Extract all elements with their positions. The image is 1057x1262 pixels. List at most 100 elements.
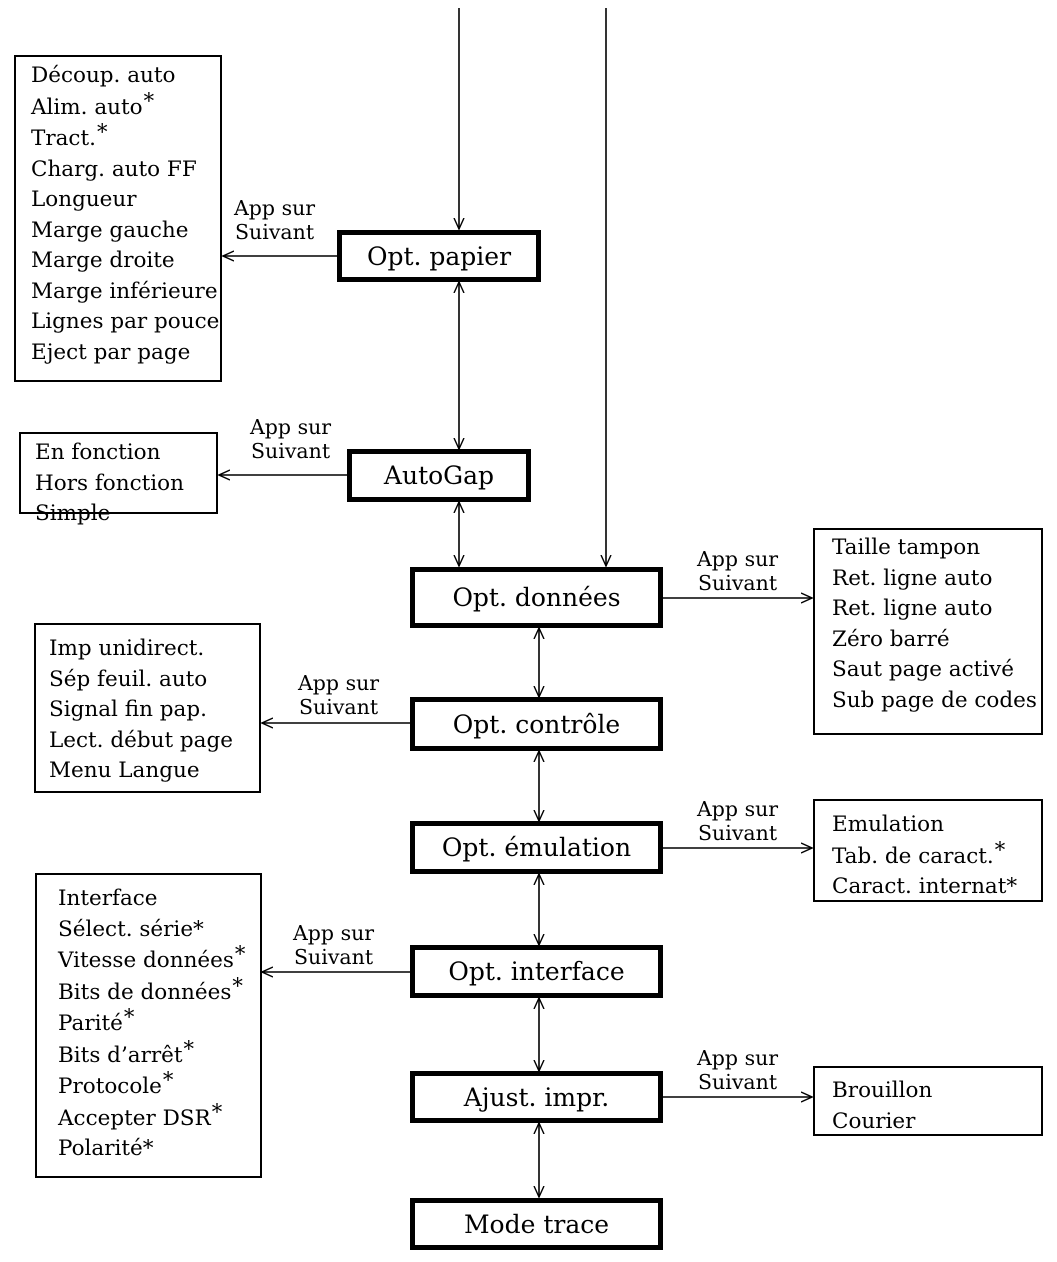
- option-item: Simple: [35, 499, 216, 530]
- option-item: Emulation: [832, 810, 1041, 841]
- option-item: Imp unidirect.: [49, 634, 259, 665]
- option-item: Polarité*: [58, 1134, 260, 1165]
- option-label: Signal fin pap.: [49, 697, 207, 722]
- option-label: Ret. ligne auto: [832, 565, 993, 591]
- option-label: Taille tampon: [832, 535, 981, 560]
- option-item: Charg. auto FF: [31, 155, 220, 186]
- option-item: Marge inférieure: [31, 277, 220, 308]
- option-label: Brouillon: [832, 1078, 933, 1103]
- option-label: Zéro barré: [832, 626, 950, 652]
- option-item: Zéro barré: [832, 625, 1041, 656]
- option-label: Eject par page: [31, 339, 191, 365]
- option-item: Lect. début page: [49, 726, 259, 757]
- option-item: Bits de données*: [58, 973, 260, 1009]
- option-item: Menu Langue: [49, 756, 259, 787]
- option-item: Hors fonction: [35, 469, 216, 500]
- option-label: Longueur: [31, 187, 137, 212]
- asterisk-marker: *: [232, 973, 243, 998]
- asterisk-marker: *: [96, 120, 108, 144]
- option-label: Découp. auto: [31, 63, 176, 88]
- option-label: En fonction: [35, 440, 161, 465]
- menu-label: Opt. contrôle: [452, 709, 621, 739]
- option-item: Taille tampon: [832, 533, 1041, 564]
- option-item: Saut page activé: [832, 655, 1041, 686]
- menu-label: Opt. papier: [366, 241, 512, 271]
- menu-autogap: AutoGap: [347, 449, 531, 502]
- option-label: Polarité*: [58, 1136, 154, 1161]
- option-label: Vitesse données: [58, 948, 234, 973]
- asterisk-marker: *: [162, 1068, 174, 1092]
- option-label: Alim. auto: [31, 94, 143, 120]
- menu-label: Opt. émulation: [441, 833, 632, 862]
- option-item: Sép feuil. auto: [49, 665, 259, 696]
- option-label: Tract.: [31, 126, 96, 151]
- option-label: Tab. de caract.: [832, 843, 994, 869]
- menu-opt-controle: Opt. contrôle: [410, 697, 663, 751]
- option-item: Marge gauche: [31, 216, 220, 247]
- option-item: Ret. ligne auto: [832, 594, 1041, 625]
- option-item: Sélect. série*: [58, 915, 260, 946]
- option-item: Alim. auto*: [31, 89, 220, 124]
- option-label: Lect. début page: [49, 727, 233, 753]
- option-label: Saut page activé: [832, 657, 1015, 682]
- option-item: Longueur: [31, 185, 220, 216]
- option-label: Ret. ligne auto: [832, 596, 993, 621]
- menu-mode-trace: Mode trace: [410, 1198, 663, 1250]
- menu-opt-papier: Opt. papier: [337, 230, 541, 282]
- option-label: Simple: [35, 501, 111, 526]
- option-item: Caract. internat*: [832, 872, 1041, 903]
- option-item: Parité*: [58, 1005, 260, 1040]
- option-item: Sub page de codes: [832, 686, 1041, 717]
- menu-opt-interface: Opt. interface: [410, 945, 663, 998]
- option-item: Découp. auto: [31, 61, 220, 92]
- option-label: Marge droite: [31, 248, 175, 273]
- option-item: Courier: [832, 1107, 1041, 1138]
- option-label: Hors fonction: [35, 470, 184, 496]
- asterisk-marker: *: [211, 1099, 223, 1124]
- asterisk-marker: *: [234, 942, 246, 966]
- option-label: Bits d’arrêt: [58, 1042, 183, 1068]
- option-item: Signal fin pap.: [49, 695, 259, 726]
- menu-label: Ajust. impr.: [463, 1082, 610, 1112]
- option-label: Sép feuil. auto: [49, 666, 208, 692]
- option-label: Charg. auto FF: [31, 156, 197, 182]
- menu-label: Opt. interface: [448, 957, 625, 986]
- option-label: Sub page de codes: [832, 687, 1037, 713]
- option-label: Protocole: [58, 1074, 162, 1099]
- option-item: Accepter DSR*: [58, 1099, 260, 1135]
- option-item: Tab. de caract.*: [832, 837, 1041, 873]
- option-label: Courier: [832, 1108, 916, 1134]
- asterisk-marker: *: [183, 1036, 195, 1061]
- menu-label: Opt. données: [452, 583, 621, 612]
- option-label: Marge inférieure: [31, 278, 218, 304]
- menu-label: AutoGap: [383, 461, 495, 490]
- option-item: Tract.*: [31, 120, 220, 155]
- option-item: En fonction: [35, 438, 216, 469]
- menu-label: Mode trace: [463, 1209, 610, 1239]
- option-label: Bits de données: [58, 979, 232, 1005]
- asterisk-marker: *: [994, 837, 1006, 862]
- option-item: Ret. ligne auto: [832, 564, 1041, 595]
- option-item: Eject par page: [31, 338, 220, 369]
- option-label: Emulation: [832, 812, 944, 837]
- option-label: Interface: [58, 886, 158, 911]
- option-item: Lignes par pouce: [31, 307, 220, 338]
- option-item: Brouillon: [832, 1076, 1041, 1107]
- option-label: Menu Langue: [49, 758, 200, 783]
- menu-opt-emulation: Opt. émulation: [410, 821, 663, 874]
- option-item: Vitesse données*: [58, 942, 260, 977]
- option-label: Caract. internat*: [832, 874, 1018, 899]
